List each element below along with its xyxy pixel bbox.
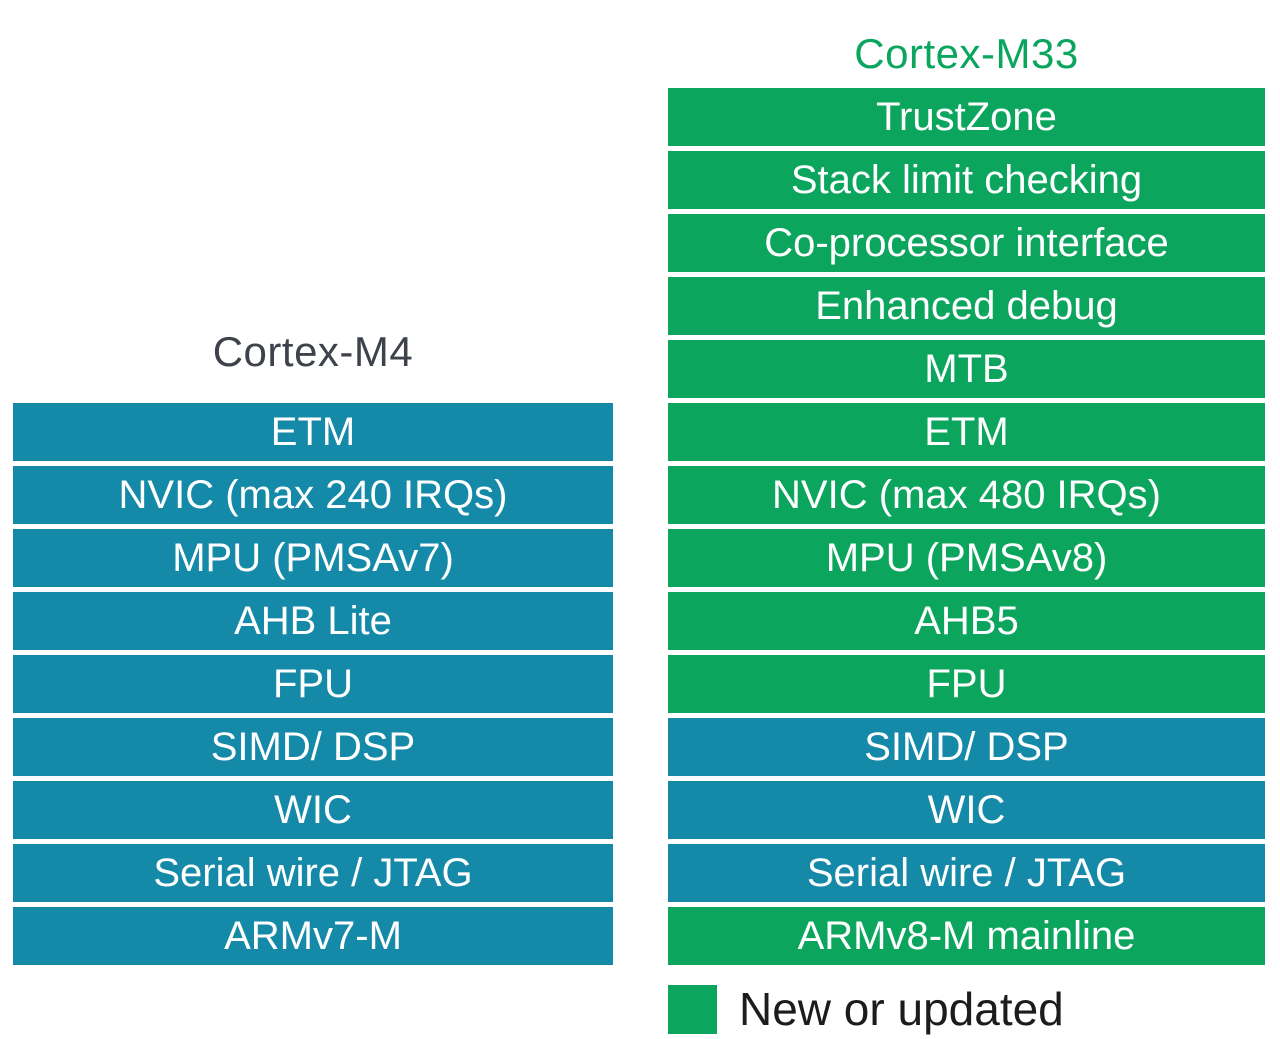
cortex-m4-title: Cortex-M4 [212, 328, 414, 375]
cortex-m33-column: TrustZone Stack limit checking Co-proces… [668, 88, 1265, 970]
legend: New or updated [668, 982, 1064, 1036]
legend-label: New or updated [739, 983, 1064, 1035]
feature-bar: FPU [13, 655, 613, 713]
feature-bar: SIMD/ DSP [13, 718, 613, 776]
feature-bar: SIMD/ DSP [668, 718, 1265, 776]
feature-bar: MTB [668, 340, 1265, 398]
cortex-m4-column: ETM NVIC (max 240 IRQs) MPU (PMSAv7) AHB… [13, 403, 613, 970]
feature-bar: ARMv8-M mainline [668, 907, 1265, 965]
feature-bar: MPU (PMSAv8) [668, 529, 1265, 587]
feature-bar: AHB5 [668, 592, 1265, 650]
new-or-updated-swatch [668, 984, 717, 1034]
feature-bar: NVIC (max 480 IRQs) [668, 466, 1265, 524]
feature-bar: FPU [668, 655, 1265, 713]
feature-bar: AHB Lite [13, 592, 613, 650]
feature-bar: Co-processor interface [668, 214, 1265, 272]
cortex-m33-title: Cortex-M33 [854, 30, 1079, 77]
feature-bar: ETM [668, 403, 1265, 461]
feature-bar: NVIC (max 240 IRQs) [13, 466, 613, 524]
feature-bar: MPU (PMSAv7) [13, 529, 613, 587]
feature-bar: Stack limit checking [668, 151, 1265, 209]
feature-bar: ARMv7-M [13, 907, 613, 965]
feature-bar: TrustZone [668, 88, 1265, 146]
feature-bar: Enhanced debug [668, 277, 1265, 335]
feature-bar: WIC [13, 781, 613, 839]
feature-bar: ETM [13, 403, 613, 461]
feature-bar: Serial wire / JTAG [13, 844, 613, 902]
feature-bar: Serial wire / JTAG [668, 844, 1265, 902]
feature-bar: WIC [668, 781, 1265, 839]
